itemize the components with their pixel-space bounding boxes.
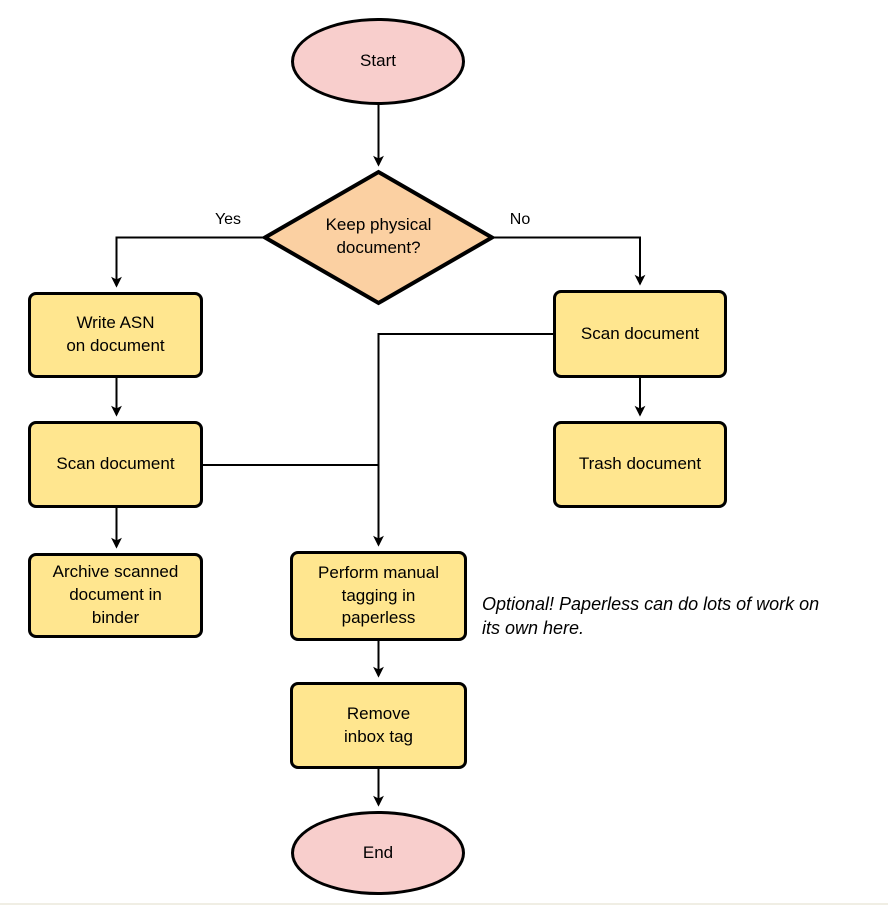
edge-scanright-to-tagging [373,333,553,547]
edge-decision-yes [111,236,265,288]
node-remove-inbox-tag-label: Remove inbox tag [344,703,413,746]
node-scan-document-left: Scan document [28,421,203,508]
node-write-asn: Write ASN on document [28,292,203,378]
node-scan-document-right: Scan document [553,290,727,378]
node-end: End [291,811,465,895]
node-start-label: Start [360,51,396,71]
node-archive-binder: Archive scanned document in binder [28,553,203,638]
node-archive-binder-label: Archive scanned document in binder [52,562,179,627]
edge-label-no: No [495,211,545,229]
node-manual-tagging-label: Perform manual tagging in paperless [318,562,439,628]
node-trash-document-label: Trash document [578,454,702,474]
node-decision-label: Keep physical document? [325,215,432,257]
edge-decision-no [492,236,646,286]
decision-shape [260,169,497,306]
node-trash-document: Trash document [553,421,727,508]
annotation-text: Optional! Paperless can do lots of work … [482,594,820,639]
node-start: Start [291,18,465,105]
node-manual-tagging: Perform manual tagging in paperless [290,551,467,641]
node-scan-document-right-label: Scan document [580,323,700,343]
node-write-asn-label: Write ASN on document [66,313,165,355]
node-remove-inbox-tag: Remove inbox tag [290,682,467,769]
page-bottom-divider [0,903,888,905]
edge-label-yes: Yes [203,211,253,229]
node-scan-document-left-label: Scan document [56,454,175,474]
node-end-label: End [362,842,394,862]
